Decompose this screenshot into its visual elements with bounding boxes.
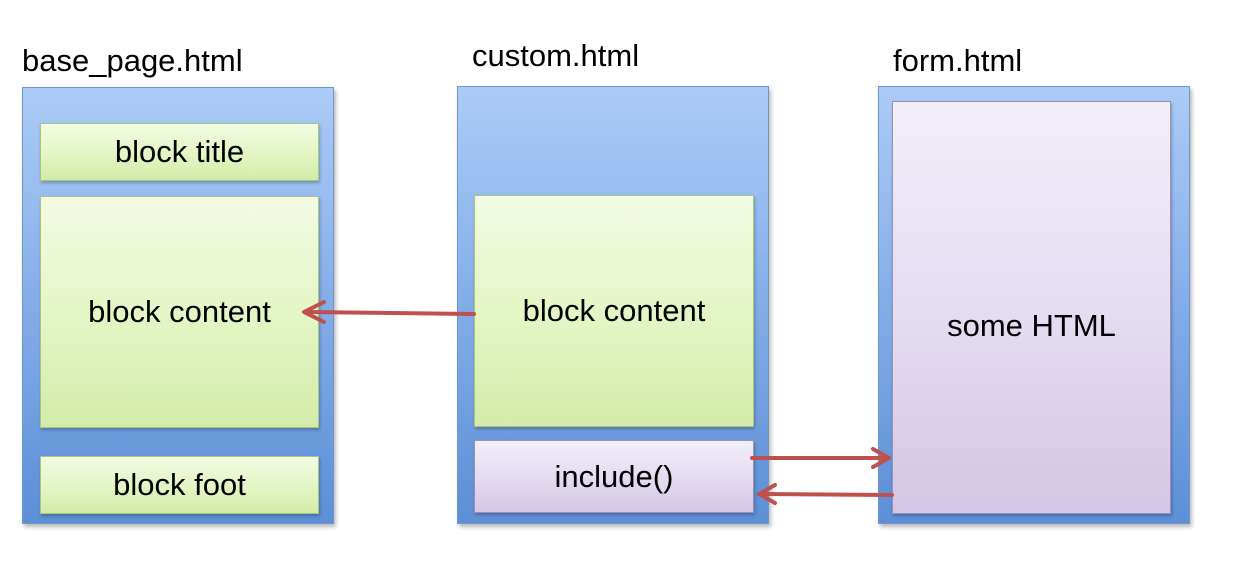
base-page-panel: block title block content block foot [22, 87, 334, 524]
custom-panel: block content include() [457, 86, 769, 524]
base-block-foot: block foot [40, 456, 319, 514]
base-block-foot-label: block foot [113, 467, 246, 502]
base-block-content-label: block content [88, 294, 271, 329]
base-block-title: block title [40, 123, 319, 181]
custom-block-content: block content [474, 195, 754, 427]
base-block-title-label: block title [114, 134, 245, 169]
custom-block-content-label: block content [522, 293, 706, 328]
custom-include-block: include() [474, 440, 754, 513]
base-block-content: block content [40, 196, 319, 428]
form-panel: some HTML [878, 86, 1190, 524]
custom-title: custom.html [472, 38, 640, 73]
form-title: form.html [893, 43, 1023, 78]
form-body-block: some HTML [892, 101, 1171, 514]
include-return-arrow [757, 492, 894, 497]
custom-include-label: include() [554, 458, 674, 494]
form-body-label: some HTML [947, 308, 1116, 343]
base-page-title: base_page.html [22, 43, 243, 78]
